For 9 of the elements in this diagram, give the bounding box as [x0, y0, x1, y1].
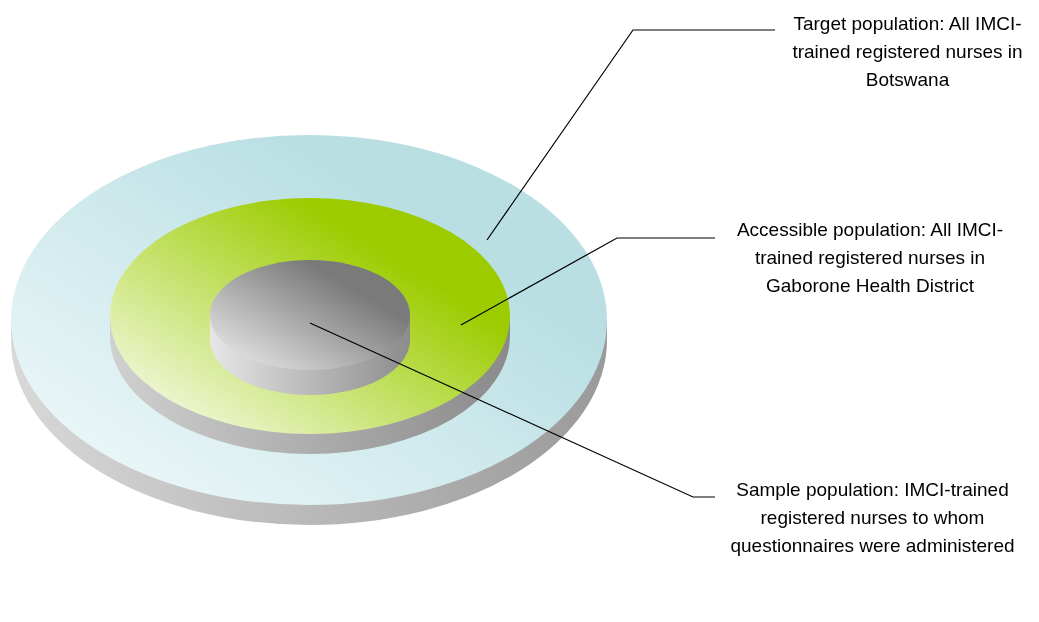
callout-text: Target population: All IMCI-trained registered nurses in Botswana: [775, 10, 1039, 94]
middle-ring: [110, 198, 510, 454]
callout-text: Sample population: IMCI-trained registered nurses to whom questionnaires were administered: [715, 476, 1030, 560]
leader-line: [460, 237, 716, 326]
callout-text: Accessible population: All IMCI-trained registered nurses in Gaborone Health District: [715, 216, 1025, 300]
inner-disc: [210, 260, 410, 395]
outer-disc: [11, 135, 607, 525]
leader-line: [309, 322, 716, 498]
leader-line: [486, 29, 776, 241]
